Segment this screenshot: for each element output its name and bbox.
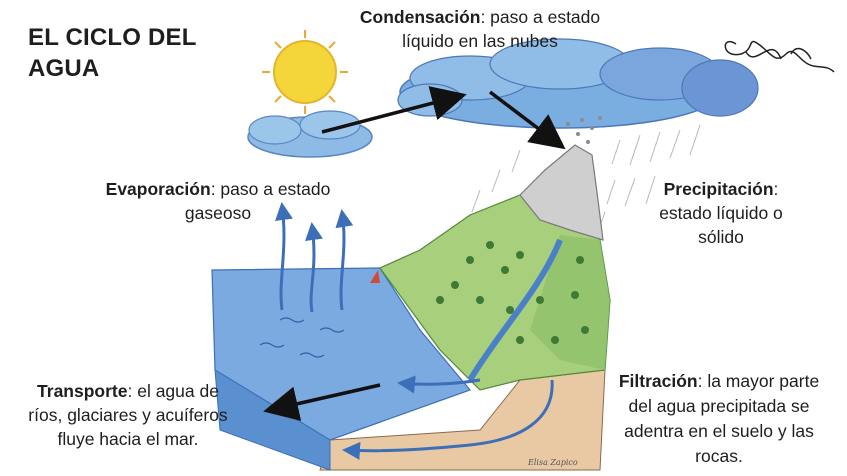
evaporacion-line1: : paso a estado: [210, 179, 331, 199]
rain-lines: [471, 124, 701, 233]
hail-dots: [566, 116, 602, 144]
filtracion-line2: del agua precipitada se: [628, 396, 810, 416]
title-line-1: EL CICLO DEL: [28, 24, 197, 51]
title-line-2: AGUA: [28, 55, 100, 82]
transporte-line2: ríos, glaciares y acuíferos: [28, 405, 228, 425]
condensacion-line2: líquido en las nubes: [402, 31, 558, 51]
term-transporte: Transporte: [37, 381, 128, 401]
precipitacion-line3: sólido: [698, 227, 744, 247]
condensacion-line1: : paso a estado: [480, 7, 601, 27]
term-evaporacion: Evaporación: [105, 179, 211, 199]
transporte-line1: : el agua de: [127, 381, 219, 401]
label-transporte: Transporte: el agua de ríos, glaciares y…: [0, 379, 256, 451]
condensation-arrow: [321, 86, 467, 134]
precipitation-arrow: [488, 90, 566, 150]
process-arrows: [263, 86, 566, 421]
term-filtracion: Filtración: [618, 371, 698, 391]
diagram-title: EL CICLO DEL AGUA: [28, 22, 197, 84]
transport-arrow: [263, 383, 381, 421]
term-precipitacion: Precipitación: [663, 179, 774, 199]
filtracion-line1: : la mayor parte: [697, 371, 820, 391]
label-precipitacion: Precipitación: estado líquido o sólido: [636, 177, 806, 249]
filtracion-line4: rocas.: [695, 446, 743, 466]
artist-signature: Elisa Zapico: [528, 458, 578, 467]
term-condensacion: Condensación: [359, 7, 481, 27]
label-condensacion: Condensación: paso a estado líquido en l…: [330, 5, 630, 53]
transporte-line3: fluye hacia el mar.: [57, 429, 199, 449]
precipitacion-line1: :: [773, 179, 779, 199]
label-evaporacion: Evaporación: paso a estado gaseoso: [78, 177, 358, 225]
evaporation-arrows: [275, 202, 354, 313]
small-cloud: [247, 110, 373, 158]
evaporacion-line2: gaseoso: [184, 203, 252, 223]
precipitacion-line2: estado líquido o: [659, 203, 783, 223]
filtracion-line3: adentra en el suelo y las: [624, 421, 814, 441]
sun-icon: [262, 30, 348, 114]
handwritten-signature: [724, 40, 835, 73]
label-filtracion: Filtración: la mayor parte del agua prec…: [598, 369, 840, 469]
